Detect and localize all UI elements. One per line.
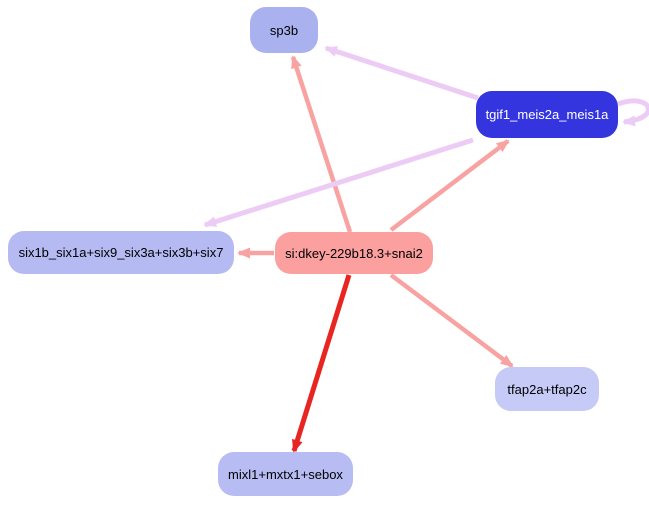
node-sp3b[interactable]: sp3b	[250, 7, 318, 53]
node-tgif1_meis2a_meis1a[interactable]: tgif1_meis2a_meis1a	[476, 91, 618, 138]
node-six1b_group[interactable]: six1b_six1a+six9_six3a+six3b+six7	[8, 231, 234, 274]
edge-tgif1_meis2a_meis1a-to-sp3b[interactable]	[324, 45, 479, 101]
node-label: mixl1+mxtx1+sebox	[228, 466, 343, 482]
edge-selfloop-tgif1_meis2a_meis1a[interactable]	[617, 98, 649, 127]
edge-tgif1_meis2a_meis1a-to-six1b_group[interactable]	[203, 137, 474, 228]
node-label: sp3b	[269, 22, 299, 38]
node-tfap2a_tfap2c[interactable]: tfap2a+tfap2c	[495, 367, 599, 411]
node-label: tgif1_meis2a_meis1a	[485, 107, 609, 122]
node-label: tfap2a+tfap2c	[507, 381, 587, 397]
node-label: six1b_six1a+six9_six3a+six3b+six7	[18, 245, 224, 260]
node-label: si:dkey-229b18.3+snai2	[285, 245, 423, 261]
edge-snai2-to-mixl1_group[interactable]	[291, 274, 352, 453]
node-snai2[interactable]: si:dkey-229b18.3+snai2	[275, 232, 433, 274]
edge-snai2-to-tgif1_meis2a_meis1a[interactable]	[389, 139, 510, 232]
node-mixl1_group[interactable]: mixl1+mxtx1+sebox	[218, 452, 353, 496]
edge-snai2-to-sp3b[interactable]	[290, 55, 353, 233]
edge-snai2-to-tfap2a_tfap2c[interactable]	[389, 273, 514, 368]
